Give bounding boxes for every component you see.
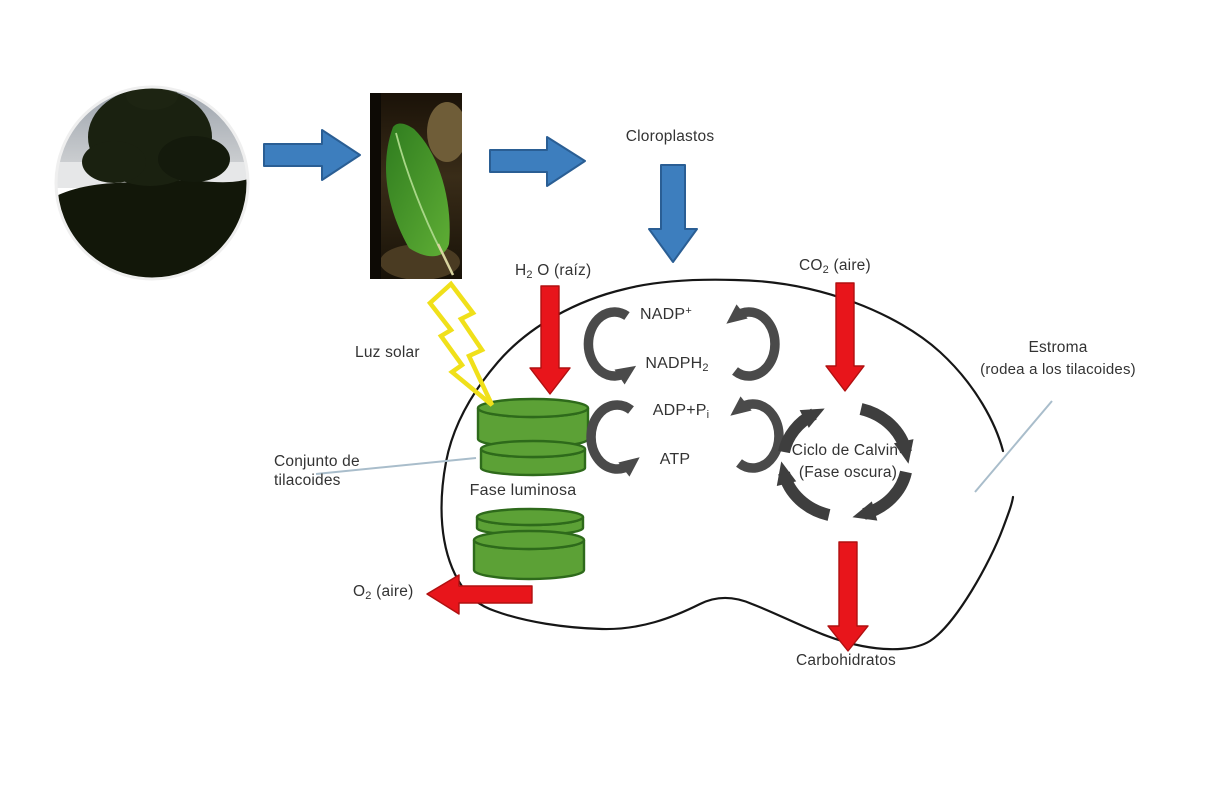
nadp-label-pre: NADP bbox=[640, 306, 686, 323]
co2-label-pre: CO bbox=[799, 257, 823, 274]
nadph2-label-pre: NADPH bbox=[645, 355, 703, 372]
o2-label-post: (aire) bbox=[371, 583, 414, 600]
co2-input-arrow bbox=[825, 282, 865, 392]
nadp-label: NADP+ bbox=[640, 305, 692, 326]
conjunto-pointer-line bbox=[315, 457, 477, 475]
conjunto-tilacoides-label: Conjunto de tilacoides bbox=[274, 452, 360, 490]
atp-cycle-arrows bbox=[586, 396, 784, 477]
co2-label: CO2 (aire) bbox=[799, 256, 871, 277]
luz-solar-label: Luz solar bbox=[355, 344, 420, 361]
nadp-label-sup: + bbox=[685, 305, 692, 317]
estroma-label-line2: (rodea a los tilacoides) bbox=[980, 361, 1136, 378]
h2o-label-post: O (raíz) bbox=[532, 262, 592, 279]
thylakoid-stack-lower bbox=[472, 507, 586, 581]
o2-output-arrow bbox=[426, 574, 533, 615]
calvin-cycle-label-line2: (Fase oscura) bbox=[798, 464, 898, 481]
calvin-cycle-label-line1: Ciclo de Calvin bbox=[791, 442, 899, 459]
leaf-stem bbox=[436, 243, 455, 276]
lightning-bolt-icon bbox=[426, 280, 495, 407]
estroma-pointer-line bbox=[974, 400, 1053, 493]
cloroplastos-label: Cloroplastos bbox=[625, 128, 715, 145]
recycle-arrow-left bbox=[583, 307, 637, 385]
recycle-arrow-right bbox=[726, 304, 780, 381]
h2o-label-sub: 2 bbox=[526, 269, 533, 281]
o2-label-pre: O bbox=[353, 583, 366, 600]
tree-photo-soft-edge bbox=[54, 85, 250, 281]
flow-arrow-leaf-to-chloroplast bbox=[489, 136, 586, 187]
estroma-label-line1: Estroma bbox=[1028, 339, 1088, 356]
flow-arrow-cloroplastos-down bbox=[648, 164, 698, 263]
calvin-arrow-top-right bbox=[859, 403, 914, 464]
co2-label-post: (aire) bbox=[828, 257, 871, 274]
conjunto-label-line2: tilacoides bbox=[274, 472, 341, 489]
o2-label: O2 (aire) bbox=[353, 582, 413, 603]
adp-pi-label-pre: ADP+P bbox=[652, 402, 707, 419]
thylakoid-cylinder-top bbox=[476, 397, 590, 419]
thylakoid-cylinder-top bbox=[472, 529, 586, 551]
h2o-label-pre: H bbox=[515, 262, 527, 279]
h2o-label: H2 O (raíz) bbox=[515, 261, 591, 282]
calvin-arrow-top-left bbox=[778, 408, 825, 454]
atp-label: ATP bbox=[659, 451, 691, 468]
thylakoid-cylinder-top bbox=[479, 439, 587, 459]
h2o-input-arrow bbox=[529, 285, 571, 395]
leaf-photo-litter bbox=[427, 102, 462, 162]
calvin-cycle-arrows bbox=[776, 403, 914, 521]
thylakoid-stack-upper bbox=[476, 397, 590, 477]
tree-photo bbox=[54, 85, 250, 281]
carbohidratos-label: Carbohidratos bbox=[796, 652, 896, 669]
co2-label-sub: 2 bbox=[822, 264, 829, 276]
calvin-arrow-bottom-right bbox=[852, 470, 912, 521]
fase-luminosa-label: Fase luminosa bbox=[469, 482, 577, 499]
leaf-midrib bbox=[395, 132, 442, 252]
conjunto-label-line1: Conjunto de bbox=[274, 453, 360, 470]
leaf-photo-shadow bbox=[370, 93, 381, 279]
tree-foliage-shape bbox=[158, 136, 230, 182]
adp-pi-label-sub: i bbox=[706, 409, 710, 421]
adp-pi-label: ADP+Pi bbox=[653, 401, 710, 422]
carbohydrate-output-arrow bbox=[827, 541, 869, 652]
thylakoid-cylinder-top bbox=[475, 507, 585, 527]
tree-photo-ground bbox=[56, 179, 248, 279]
nadph2-label: NADPH2 bbox=[645, 354, 708, 375]
o2-label-sub: 2 bbox=[365, 590, 372, 602]
leaf-photo bbox=[370, 93, 462, 279]
nadph2-label-sub: 2 bbox=[702, 362, 709, 374]
recycle-arrow-left bbox=[586, 400, 640, 477]
flow-arrow-tree-to-leaf bbox=[263, 129, 361, 181]
calvin-arrow-bottom-left bbox=[776, 461, 831, 521]
recycle-arrow-right bbox=[730, 396, 784, 473]
tree-foliage-shape bbox=[82, 141, 146, 183]
nadp-cycle-arrows bbox=[583, 304, 780, 385]
